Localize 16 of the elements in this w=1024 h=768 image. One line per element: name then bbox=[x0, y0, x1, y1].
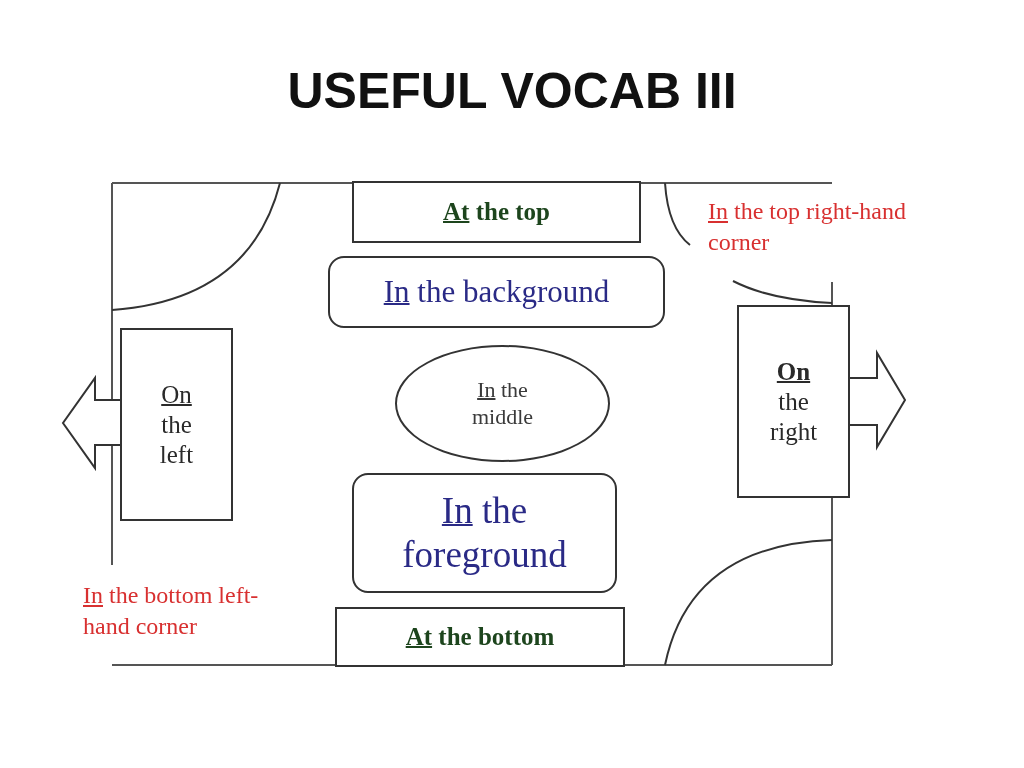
node-text: At the top bbox=[443, 197, 550, 227]
node-text: On the left bbox=[158, 379, 195, 470]
rounded-box bbox=[352, 473, 617, 593]
node-text: In the background bbox=[383, 273, 610, 311]
label-box bbox=[737, 305, 850, 498]
rounded-box bbox=[328, 256, 665, 328]
corner-label: In the bottom left-hand corner bbox=[83, 581, 260, 642]
corner-label: In the top right-hand corner bbox=[708, 197, 907, 258]
label-box bbox=[352, 181, 641, 243]
node-text: In the middle bbox=[470, 377, 535, 430]
label-box bbox=[120, 328, 233, 521]
slide-title: USEFUL VOCAB III bbox=[286, 62, 738, 120]
node-text: In the foreground bbox=[401, 488, 568, 577]
label-box bbox=[335, 607, 625, 667]
node-text: On the right bbox=[768, 356, 819, 447]
node-text: At the bottom bbox=[405, 622, 555, 652]
